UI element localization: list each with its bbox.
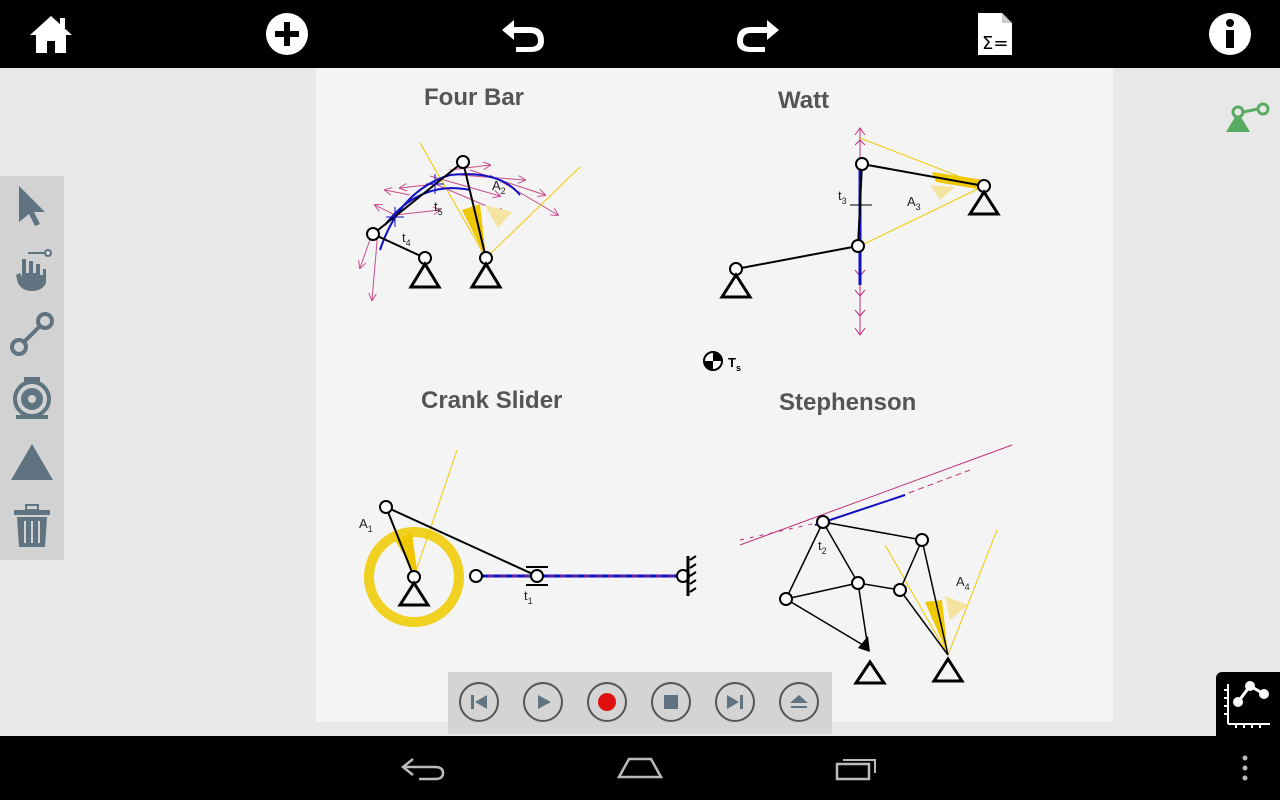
skip-to-end-icon <box>727 695 743 709</box>
add-icon <box>266 13 308 55</box>
crank-slider-title: Crank Slider <box>421 387 563 414</box>
stop-icon <box>664 695 678 709</box>
stephenson-title: Stephenson <box>779 389 917 416</box>
record-button[interactable] <box>587 682 627 722</box>
back-icon <box>400 758 445 781</box>
eject-button[interactable] <box>779 682 819 722</box>
select-tool[interactable] <box>6 180 58 232</box>
info-icon <box>1209 13 1251 55</box>
home-button[interactable] <box>25 8 77 60</box>
motor-tool[interactable] <box>6 372 58 424</box>
overflow-menu-button[interactable] <box>1210 748 1280 788</box>
home-nav-icon <box>616 757 664 779</box>
graph-button[interactable] <box>1216 672 1280 736</box>
link-tool[interactable] <box>6 308 58 360</box>
skip-to-end-button[interactable] <box>715 682 755 722</box>
play-icon <box>538 695 551 709</box>
link-icon <box>10 312 54 356</box>
playback-controls <box>448 672 832 734</box>
hand-drag-icon <box>16 249 52 291</box>
info-button[interactable] <box>1204 8 1256 60</box>
home-nav-button[interactable] <box>605 748 675 788</box>
home-icon <box>30 16 72 53</box>
recents-icon <box>835 759 876 781</box>
drag-tool[interactable] <box>6 244 58 296</box>
four-bar-title: Four Bar <box>424 84 525 111</box>
skip-to-start-icon <box>471 695 487 709</box>
play-button[interactable] <box>523 682 563 722</box>
svg-text:Σ=: Σ= <box>982 33 1008 54</box>
stop-button[interactable] <box>651 682 691 722</box>
redo-button[interactable] <box>732 8 784 60</box>
motor-icon <box>13 377 51 419</box>
ground-tool[interactable] <box>6 436 58 488</box>
more-vert-icon <box>1242 755 1248 781</box>
skip-to-start-button[interactable] <box>459 682 499 722</box>
delete-tool[interactable] <box>6 500 58 552</box>
record-icon <box>598 693 616 711</box>
tools-sidebar <box>0 176 64 560</box>
select-arrow-icon <box>19 186 45 226</box>
top-toolbar: Σ= <box>0 0 1280 68</box>
redo-icon <box>737 20 779 52</box>
add-button[interactable] <box>261 8 313 60</box>
grounded-link-icon <box>1226 102 1270 132</box>
back-button[interactable] <box>388 748 458 788</box>
add-grounded-link-button[interactable] <box>1222 98 1274 138</box>
ground-triangle-icon <box>11 444 53 480</box>
equations-document-icon: Σ= <box>978 13 1012 55</box>
trash-icon <box>14 504 50 547</box>
graph-icon <box>1224 681 1270 728</box>
equations-button[interactable]: Σ= <box>969 8 1021 60</box>
undo-button[interactable] <box>497 8 549 60</box>
undo-icon <box>502 20 544 52</box>
recents-button[interactable] <box>822 748 892 788</box>
eject-icon <box>790 695 808 708</box>
system-navigation-bar <box>0 736 1280 800</box>
watt-title: Watt <box>778 87 830 114</box>
